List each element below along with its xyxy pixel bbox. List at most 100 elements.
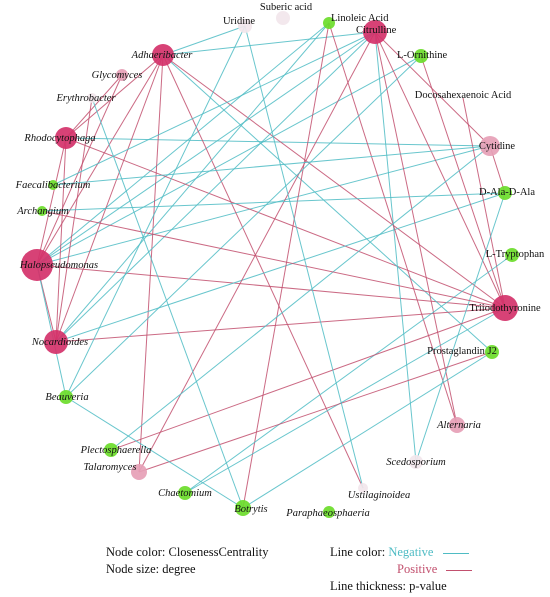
node-label-erythrobacter: Erythrobacter	[55, 93, 116, 104]
edge-rhodocytophaga-glycomyces	[65, 74, 123, 139]
node-chaetomium	[178, 486, 192, 500]
legend-negative-swatch	[442, 552, 469, 554]
node-paraphaeosphaeria	[323, 506, 335, 518]
edge-cytidine-faecalibacterium	[52, 145, 491, 186]
edge-nocardioides-daladala	[55, 192, 506, 343]
edge-cytidine-plectosphaerella	[110, 145, 491, 451]
node-uridine	[238, 19, 252, 33]
node-daladala	[498, 186, 512, 200]
edge-halopseudomonas-triiodo	[36, 264, 506, 309]
edge-dha-triiodo	[462, 97, 506, 309]
node-adhaeribacter	[152, 44, 174, 66]
edge-layer	[36, 22, 513, 509]
node-glycomyces	[116, 69, 128, 81]
edge-halopseudomonas-cytidine	[36, 145, 491, 266]
edge-halopseudomonas-rhodocytophaga	[36, 137, 67, 266]
legend-negative: Line color: Negative	[330, 544, 472, 561]
node-triiodo	[492, 295, 518, 321]
node-label-ustilaginoidea: Ustilaginoidea	[348, 490, 410, 501]
edge-ornithine-triiodo	[420, 55, 506, 309]
edge-triiodo-chaetomium	[184, 307, 506, 494]
edge-uridine-ustilaginoidea	[244, 25, 364, 489]
node-label-cytidine: Cytidine	[479, 141, 516, 152]
edge-adhaeribacter-uridine	[162, 25, 246, 56]
edge-rhodocytophaga-triiodo	[65, 137, 506, 309]
edge-nocardioides-triiodo	[55, 307, 506, 343]
edge-triiodo-archangium	[41, 210, 506, 309]
legend-negative-label: Negative	[388, 545, 434, 559]
node-label-halopseudomonas: Halopseudomonas	[19, 260, 98, 271]
edge-nocardioides-linoleic	[55, 22, 330, 343]
node-rhodocytophaga	[55, 127, 77, 149]
node-linoleic	[323, 17, 335, 29]
node-label-archangium: Archangium	[16, 206, 69, 217]
edge-adhaeribacter-triiodo	[162, 54, 506, 309]
node-label-faecalibacterium: Faecalibacterium	[15, 180, 91, 191]
edge-uridine-beauveria	[65, 25, 246, 398]
edge-triiodo-plectosphaerella	[110, 307, 506, 451]
node-prostaglandin	[485, 345, 499, 359]
node-label-paraphaeosphaeria: Paraphaeosphaeria	[285, 508, 369, 519]
edge-citrulline-triiodo	[374, 31, 506, 309]
edge-prostaglandin-botrytis	[242, 351, 493, 509]
node-label-botrytis: Botrytis	[234, 504, 267, 515]
node-ustilaginoidea	[358, 483, 368, 493]
edge-daladala-scedosporium	[415, 192, 506, 463]
node-alternaria	[449, 417, 465, 433]
edge-citrulline-scedosporium	[374, 31, 417, 463]
edge-adhaeribacter-prostaglandin	[162, 54, 493, 353]
edge-beauveria-botrytis	[65, 396, 244, 509]
legend-node-color: Node color: ClosenessCentrality	[106, 545, 269, 559]
edge-adhaeribacter-nocardioides	[55, 54, 164, 343]
edge-tryptophan-chaetomium	[184, 254, 513, 494]
node-ornithine	[414, 49, 428, 63]
node-label-ornithine: L-Ornithine	[397, 50, 447, 61]
node-label-suberic: Suberic acid	[260, 2, 313, 13]
edge-linoleic-botrytis	[242, 22, 330, 509]
edge-nocardioides-citrulline	[55, 31, 376, 343]
edge-nocardioides-erythrobacter	[55, 97, 93, 343]
node-label-chaetomium: Chaetomium	[158, 488, 212, 499]
edge-halopseudomonas-adhaeribacter	[36, 54, 164, 266]
node-label-scedosporium: Scedosporium	[386, 457, 446, 468]
node-label-glycomyces: Glycomyces	[92, 70, 143, 81]
node-beauveria	[59, 390, 73, 404]
node-scedosporium	[409, 455, 423, 469]
node-talaromyces	[131, 464, 147, 480]
legend-node: Node color: ClosenessCentrality Node siz…	[106, 544, 268, 578]
node-nocardioides	[44, 330, 68, 354]
node-label-daladala: D-Ala-D-Ala	[479, 187, 535, 198]
node-halopseudomonas	[21, 249, 53, 281]
edge-ornithine-beauveria	[65, 55, 422, 398]
node-erythrobacter	[87, 93, 97, 103]
legend-line-color-label: Line color:	[330, 545, 386, 559]
node-label-plectosphaerella: Plectosphaerella	[80, 445, 152, 456]
legend-positive: Positive	[330, 561, 473, 578]
node-label-rhodocytophaga: Rhodocytophaga	[23, 133, 95, 144]
node-label-uridine: Uridine	[223, 16, 255, 27]
edge-adhaeribacter-talaromyces	[138, 54, 164, 473]
node-archangium	[37, 206, 47, 216]
legend-node-size: Node size: degree	[106, 562, 196, 576]
legend-line: Line color: Negative Positive Line thick…	[330, 544, 473, 595]
node-label-dha: Docosahexaenoic Acid	[415, 90, 512, 101]
node-label-alternaria: Alternaria	[436, 420, 481, 431]
node-layer	[21, 11, 519, 518]
edge-daladala-archangium	[41, 192, 506, 212]
edge-citrulline-talaromyces	[138, 31, 376, 473]
edge-citrulline-alternaria	[374, 31, 458, 426]
node-label-prostaglandin: Prostaglandin J2	[427, 346, 497, 357]
node-citrulline	[363, 20, 387, 44]
edge-rhodocytophaga-cytidine	[65, 137, 491, 147]
node-label-citrulline: Citrulline	[356, 25, 397, 36]
node-suberic	[276, 11, 290, 25]
legend-positive-label: Positive	[397, 562, 438, 576]
edge-rhodocytophaga-nocardioides	[55, 137, 67, 343]
node-label-talaromyces: Talaromyces	[84, 462, 137, 473]
node-label-triiodo: Triiodothyronine	[469, 303, 541, 314]
edge-citrulline-faecalibacterium	[52, 31, 376, 186]
node-label-beauveria: Beauveria	[45, 392, 88, 403]
node-label-adhaeribacter: Adhaeribacter	[131, 50, 194, 61]
edge-adhaeribacter-citrulline	[162, 31, 376, 56]
